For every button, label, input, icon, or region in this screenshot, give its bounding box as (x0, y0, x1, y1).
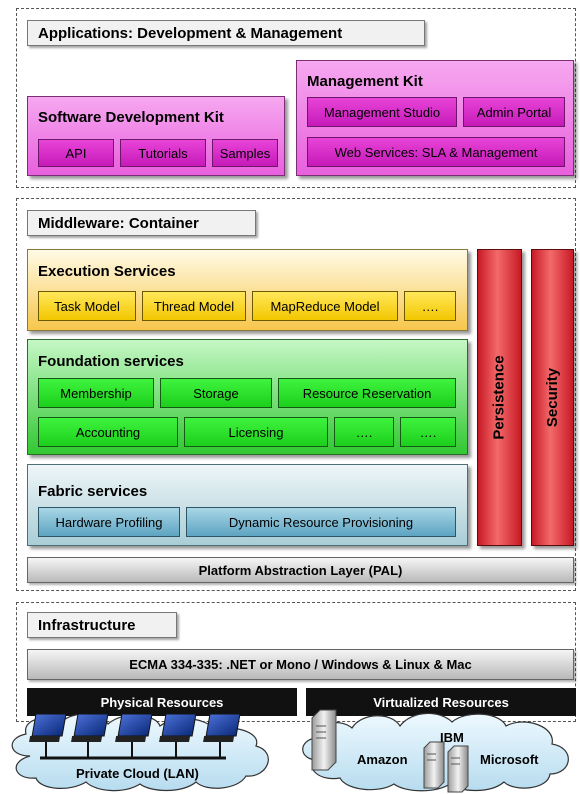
amazon-label: Amazon (357, 752, 408, 767)
sdk-title: Software Development Kit (38, 109, 224, 126)
ibm-label: IBM (440, 730, 464, 745)
software-development-kit: Software Development Kit API Tutorials S… (27, 96, 285, 176)
management-kit-title: Management Kit (307, 73, 423, 90)
mapreduce-model-item: MapReduce Model (252, 291, 398, 321)
fabric-services-title: Fabric services (38, 483, 148, 500)
management-studio-item: Management Studio (307, 97, 457, 127)
foundation-more-item-2: …. (400, 417, 456, 447)
microsoft-label: Microsoft (480, 752, 539, 767)
server-icon (311, 709, 469, 793)
computer-icon (29, 713, 241, 760)
applications-section (16, 8, 576, 188)
execution-services-title: Execution Services (38, 263, 176, 280)
security-pillar: Security (531, 249, 574, 546)
persistence-label: Persistence (491, 355, 509, 440)
thread-model-item: Thread Model (142, 291, 246, 321)
private-cloud-label: Private Cloud (LAN) (76, 766, 199, 781)
admin-portal-item: Admin Portal (463, 97, 565, 127)
persistence-pillar: Persistence (477, 249, 522, 546)
accounting-item: Accounting (38, 417, 178, 447)
physical-resources-bar: Physical Resources (27, 688, 297, 716)
infrastructure-title: Infrastructure (27, 612, 177, 638)
api-item: API (38, 139, 114, 167)
platform-abstraction-layer: Platform Abstraction Layer (PAL) (27, 557, 574, 583)
dynamic-resource-provisioning-item: Dynamic Resource Provisioning (186, 507, 456, 537)
execution-more-item: …. (404, 291, 456, 321)
task-model-item: Task Model (38, 291, 136, 321)
foundation-services-title: Foundation services (38, 353, 184, 370)
middleware-title: Middleware: Container (27, 210, 256, 236)
fabric-services: Fabric services Hardware Profiling Dynam… (27, 464, 468, 546)
tutorials-item: Tutorials (120, 139, 206, 167)
samples-item: Samples (212, 139, 278, 167)
licensing-item: Licensing (184, 417, 328, 447)
applications-title: Applications: Development & Management (27, 20, 425, 46)
infrastructure-section (16, 602, 576, 722)
hardware-profiling-item: Hardware Profiling (38, 507, 180, 537)
virtualized-resources-bar: Virtualized Resources (306, 688, 576, 716)
membership-item: Membership (38, 378, 154, 408)
foundation-more-item-1: …. (334, 417, 394, 447)
ecma-bar: ECMA 334-335: .NET or Mono / Windows & L… (27, 649, 574, 680)
middleware-section (16, 198, 576, 591)
resource-reservation-item: Resource Reservation (278, 378, 456, 408)
web-services-item: Web Services: SLA & Management (307, 137, 565, 167)
security-label: Security (544, 367, 562, 428)
execution-services: Execution Services Task Model Thread Mod… (27, 249, 468, 331)
storage-item: Storage (160, 378, 272, 408)
cloud-illustrations (11, 709, 569, 793)
foundation-services: Foundation services Membership Storage R… (27, 339, 468, 455)
management-kit: Management Kit Management Studio Admin P… (296, 60, 574, 176)
